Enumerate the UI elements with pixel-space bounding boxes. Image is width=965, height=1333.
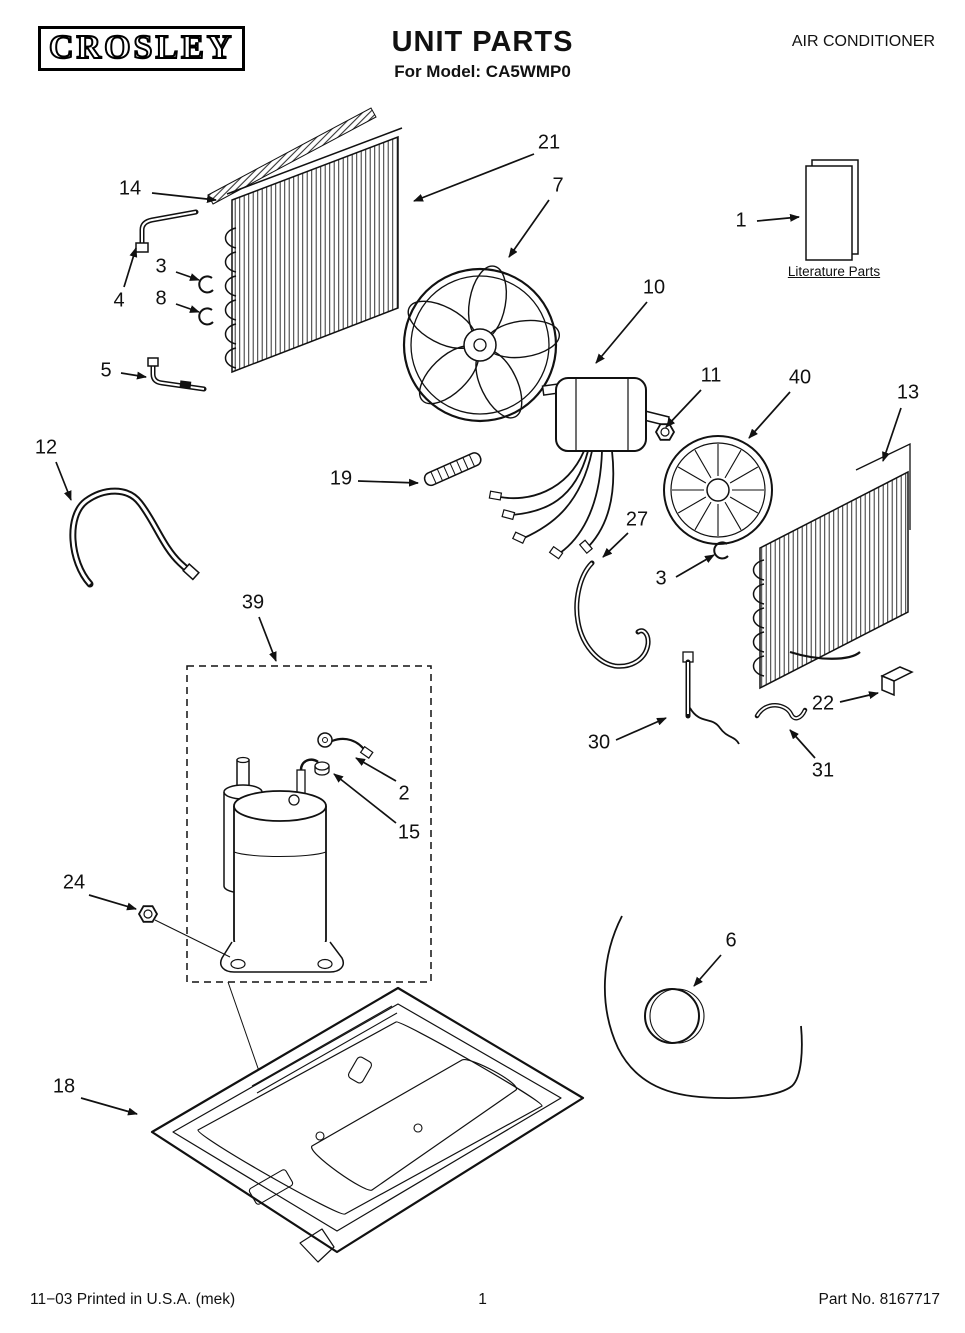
leader-19: [357, 478, 419, 487]
callout-18: 18: [52, 1075, 76, 1098]
category-label: AIR CONDITIONER: [791, 33, 935, 50]
leader-24: [88, 894, 137, 911]
compressor: [220, 756, 344, 973]
footer-page-number: 1: [478, 1291, 487, 1308]
base-pan: [150, 981, 585, 1263]
tube-part-31: [754, 703, 808, 721]
callout-21: 21: [537, 131, 561, 154]
callout-6: 6: [725, 929, 737, 952]
leader-13: [882, 407, 902, 462]
footer-print-info: 11−03 Printed in U.S.A. (mek): [30, 1291, 236, 1308]
leader-12: [55, 461, 72, 501]
leader-6: [693, 954, 722, 987]
leader-2: [355, 757, 397, 782]
leader-39: [258, 616, 277, 662]
callout-31: 31: [811, 759, 835, 782]
evaporator-coil: [752, 442, 911, 690]
callout-19: 19: [329, 467, 353, 490]
leader-27: [602, 532, 629, 558]
leader-lines: [55, 153, 902, 1116]
callout-3: 3: [155, 255, 167, 278]
leader-5: [120, 371, 147, 380]
leader-22: [839, 691, 879, 703]
callout-5: 5: [100, 359, 112, 382]
callout-1: 1: [735, 209, 747, 232]
literature-pack: [805, 159, 859, 261]
motor-wires: [499, 450, 615, 554]
callout-30: 30: [587, 731, 611, 754]
fan-blade: [402, 265, 561, 423]
leader-3: [175, 271, 200, 281]
callout-15: 15: [397, 821, 421, 844]
literature-parts-label: Literature Parts: [787, 264, 881, 279]
leader-1: [756, 213, 800, 222]
brand-logo: CROSLEY: [38, 26, 246, 72]
leader-8: [175, 303, 200, 313]
drain-loop: [604, 915, 803, 1099]
wire-terminals: [488, 490, 594, 560]
wire-part-2: [317, 732, 374, 759]
leader-30: [615, 717, 667, 741]
leader-4: [123, 247, 138, 288]
model-subtitle: For Model: CA5WMP0: [394, 62, 571, 81]
callout-10: 10: [642, 276, 666, 299]
leader-10: [595, 301, 648, 364]
leader-31: [789, 729, 816, 759]
callout-40: 40: [788, 366, 812, 389]
brand-name: CROSLEY: [48, 28, 235, 67]
fan-motor: [488, 377, 670, 560]
footer-part-number: Part No. 8167717: [818, 1291, 940, 1308]
tube-part-4: [135, 209, 199, 253]
blower-wheel: [663, 435, 773, 545]
compressor-assembly-box: [186, 665, 432, 983]
callout-7: 7: [552, 174, 564, 197]
grommet: [314, 761, 330, 776]
leader-40: [748, 391, 791, 439]
clip-part-3: [198, 275, 214, 294]
tube-part-5: [147, 357, 207, 392]
tube-part-27: [574, 560, 651, 669]
leader-11: [665, 389, 702, 428]
leader-15: [333, 773, 397, 824]
leader-21: [413, 153, 535, 202]
drain-hose: [69, 487, 200, 588]
condenser-coil: [224, 127, 403, 374]
callout-2: 2: [398, 782, 410, 805]
callout-24: 24: [62, 871, 86, 894]
title-block: UNIT PARTS For Model: CA5WMP0: [0, 26, 965, 82]
mounting-nut: [137, 905, 231, 958]
leader-14: [151, 192, 217, 203]
callout-8: 8: [155, 287, 167, 310]
leader-3: [675, 554, 715, 578]
callout-12: 12: [34, 436, 58, 459]
shaft-nut: [654, 423, 676, 441]
page-title: UNIT PARTS: [391, 26, 574, 58]
cord-strip: [423, 452, 482, 487]
clip-part-8: [198, 307, 214, 326]
thermostat-sensor: [682, 651, 740, 745]
bracket-clip: [880, 666, 914, 697]
clip-part-3b: [713, 541, 729, 560]
callout-14: 14: [118, 177, 142, 200]
callout-11: 11: [700, 364, 722, 387]
callout-13: 13: [896, 381, 920, 404]
callout-4: 4: [113, 289, 125, 312]
blower-fins: [672, 444, 764, 536]
callout-3: 3: [655, 567, 667, 590]
callout-22: 22: [811, 692, 835, 715]
leader-18: [80, 1097, 138, 1116]
callout-27: 27: [625, 508, 649, 531]
leader-7: [508, 199, 550, 258]
callout-39: 39: [241, 591, 265, 614]
